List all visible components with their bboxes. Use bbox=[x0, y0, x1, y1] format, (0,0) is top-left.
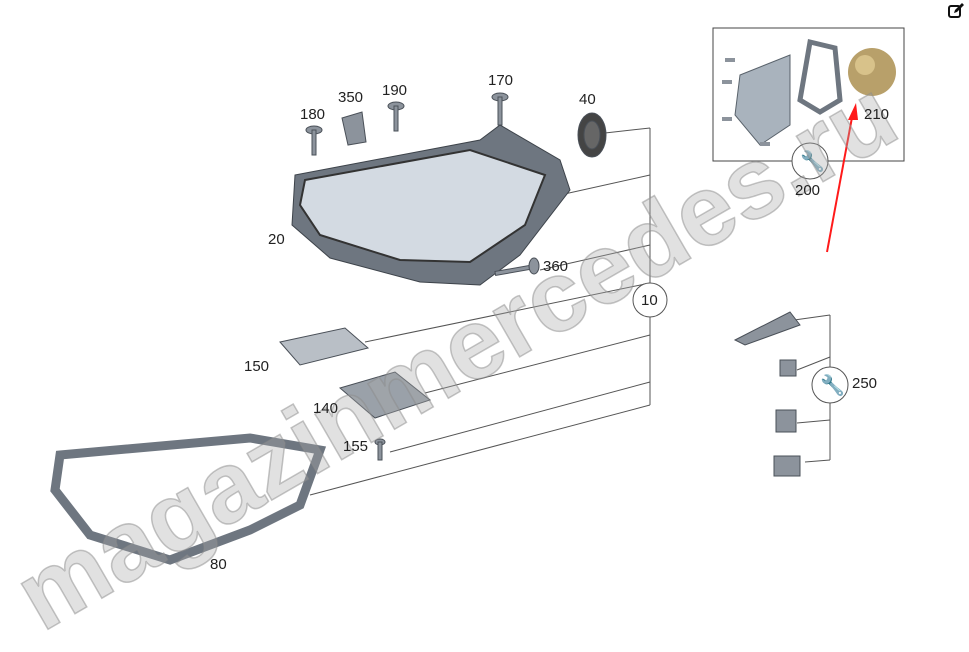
service-kit-250-circle[interactable] bbox=[811, 366, 849, 404]
label-190[interactable]: 190 bbox=[382, 82, 408, 99]
control-unit-part-150[interactable] bbox=[279, 327, 370, 366]
label-170[interactable]: 170 bbox=[488, 72, 514, 89]
screw-part-170[interactable] bbox=[491, 92, 509, 126]
cap-part-40[interactable] bbox=[577, 112, 607, 158]
control-unit-part-140[interactable] bbox=[338, 371, 432, 419]
gasket-part[interactable] bbox=[797, 38, 843, 115]
label-150[interactable]: 150 bbox=[244, 358, 270, 375]
label-155[interactable]: 155 bbox=[343, 438, 369, 455]
red-arrow-head bbox=[848, 103, 858, 120]
label-10[interactable]: 10 bbox=[641, 292, 658, 309]
label-200[interactable]: 200 bbox=[795, 182, 821, 199]
red-arrow bbox=[826, 111, 854, 253]
label-180[interactable]: 180 bbox=[300, 106, 326, 123]
label-360[interactable]: 360 bbox=[543, 258, 569, 275]
screw-part-360[interactable] bbox=[494, 257, 540, 277]
edit-icon[interactable] bbox=[947, 2, 965, 20]
frame-part-80[interactable] bbox=[50, 433, 327, 565]
bracket-part-250a[interactable] bbox=[733, 311, 801, 346]
screw-part-180[interactable] bbox=[305, 125, 323, 156]
label-250[interactable]: 250 bbox=[852, 375, 878, 392]
label-210[interactable]: 210 bbox=[864, 106, 890, 123]
headlight-housing-part-20[interactable] bbox=[291, 124, 571, 286]
cover-part[interactable] bbox=[734, 54, 791, 146]
screw-part-155[interactable] bbox=[374, 438, 386, 461]
wrench-icon: 🔧 bbox=[800, 149, 825, 173]
screw-part-190[interactable] bbox=[387, 101, 405, 132]
label-140[interactable]: 140 bbox=[313, 400, 339, 417]
label-80[interactable]: 80 bbox=[210, 556, 227, 573]
label-350[interactable]: 350 bbox=[338, 89, 364, 106]
clip-part-250b[interactable] bbox=[779, 359, 797, 377]
bracket-part-350[interactable] bbox=[341, 111, 367, 146]
label-20[interactable]: 20 bbox=[268, 231, 285, 248]
leader-lines bbox=[309, 127, 831, 496]
clip-part-250d[interactable] bbox=[773, 455, 801, 477]
service-kit-200-circle[interactable] bbox=[791, 142, 829, 180]
label-40[interactable]: 40 bbox=[579, 91, 596, 108]
assembly-circle-10[interactable] bbox=[632, 282, 668, 318]
module-part-210[interactable] bbox=[848, 48, 896, 96]
clip-part-250c[interactable] bbox=[775, 409, 797, 433]
wrench-icon: 🔧 bbox=[820, 373, 845, 397]
